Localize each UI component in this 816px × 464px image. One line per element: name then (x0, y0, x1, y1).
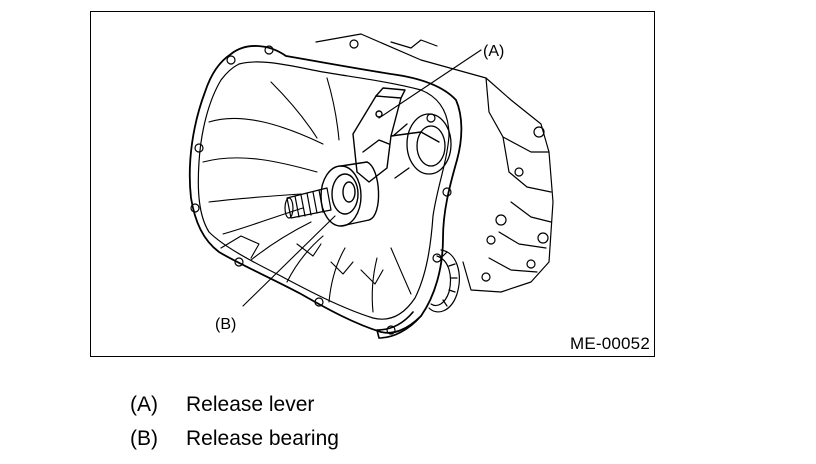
bearing-bore (392, 113, 452, 179)
figure-frame: (A) (B) ME-00052 (90, 11, 655, 357)
legend-label: Release bearing (186, 427, 339, 450)
legend-item: (B) Release bearing (130, 422, 339, 456)
transmission-case (315, 33, 554, 293)
leader-line-b (242, 215, 336, 307)
release-bearing (320, 161, 380, 227)
housing-ribs (202, 77, 412, 313)
legend-label: Release lever (186, 393, 315, 416)
clutch-housing-flange (188, 45, 463, 334)
transmission-drawing (188, 33, 554, 339)
input-shaft (284, 187, 332, 219)
figure-code: ME-00052 (569, 334, 650, 353)
ring-gear-segment (428, 249, 460, 313)
callout-a-label: (A) (483, 43, 505, 60)
legend-key: (B) (130, 427, 158, 450)
leader-line-a (378, 49, 482, 119)
legend-key: (A) (130, 393, 158, 416)
legend-item: (A) Release lever (130, 388, 339, 422)
release-lever (352, 87, 440, 183)
callout-b-label: (B) (215, 316, 237, 333)
legend: (A) Release lever (B) Release bearing (130, 388, 339, 456)
